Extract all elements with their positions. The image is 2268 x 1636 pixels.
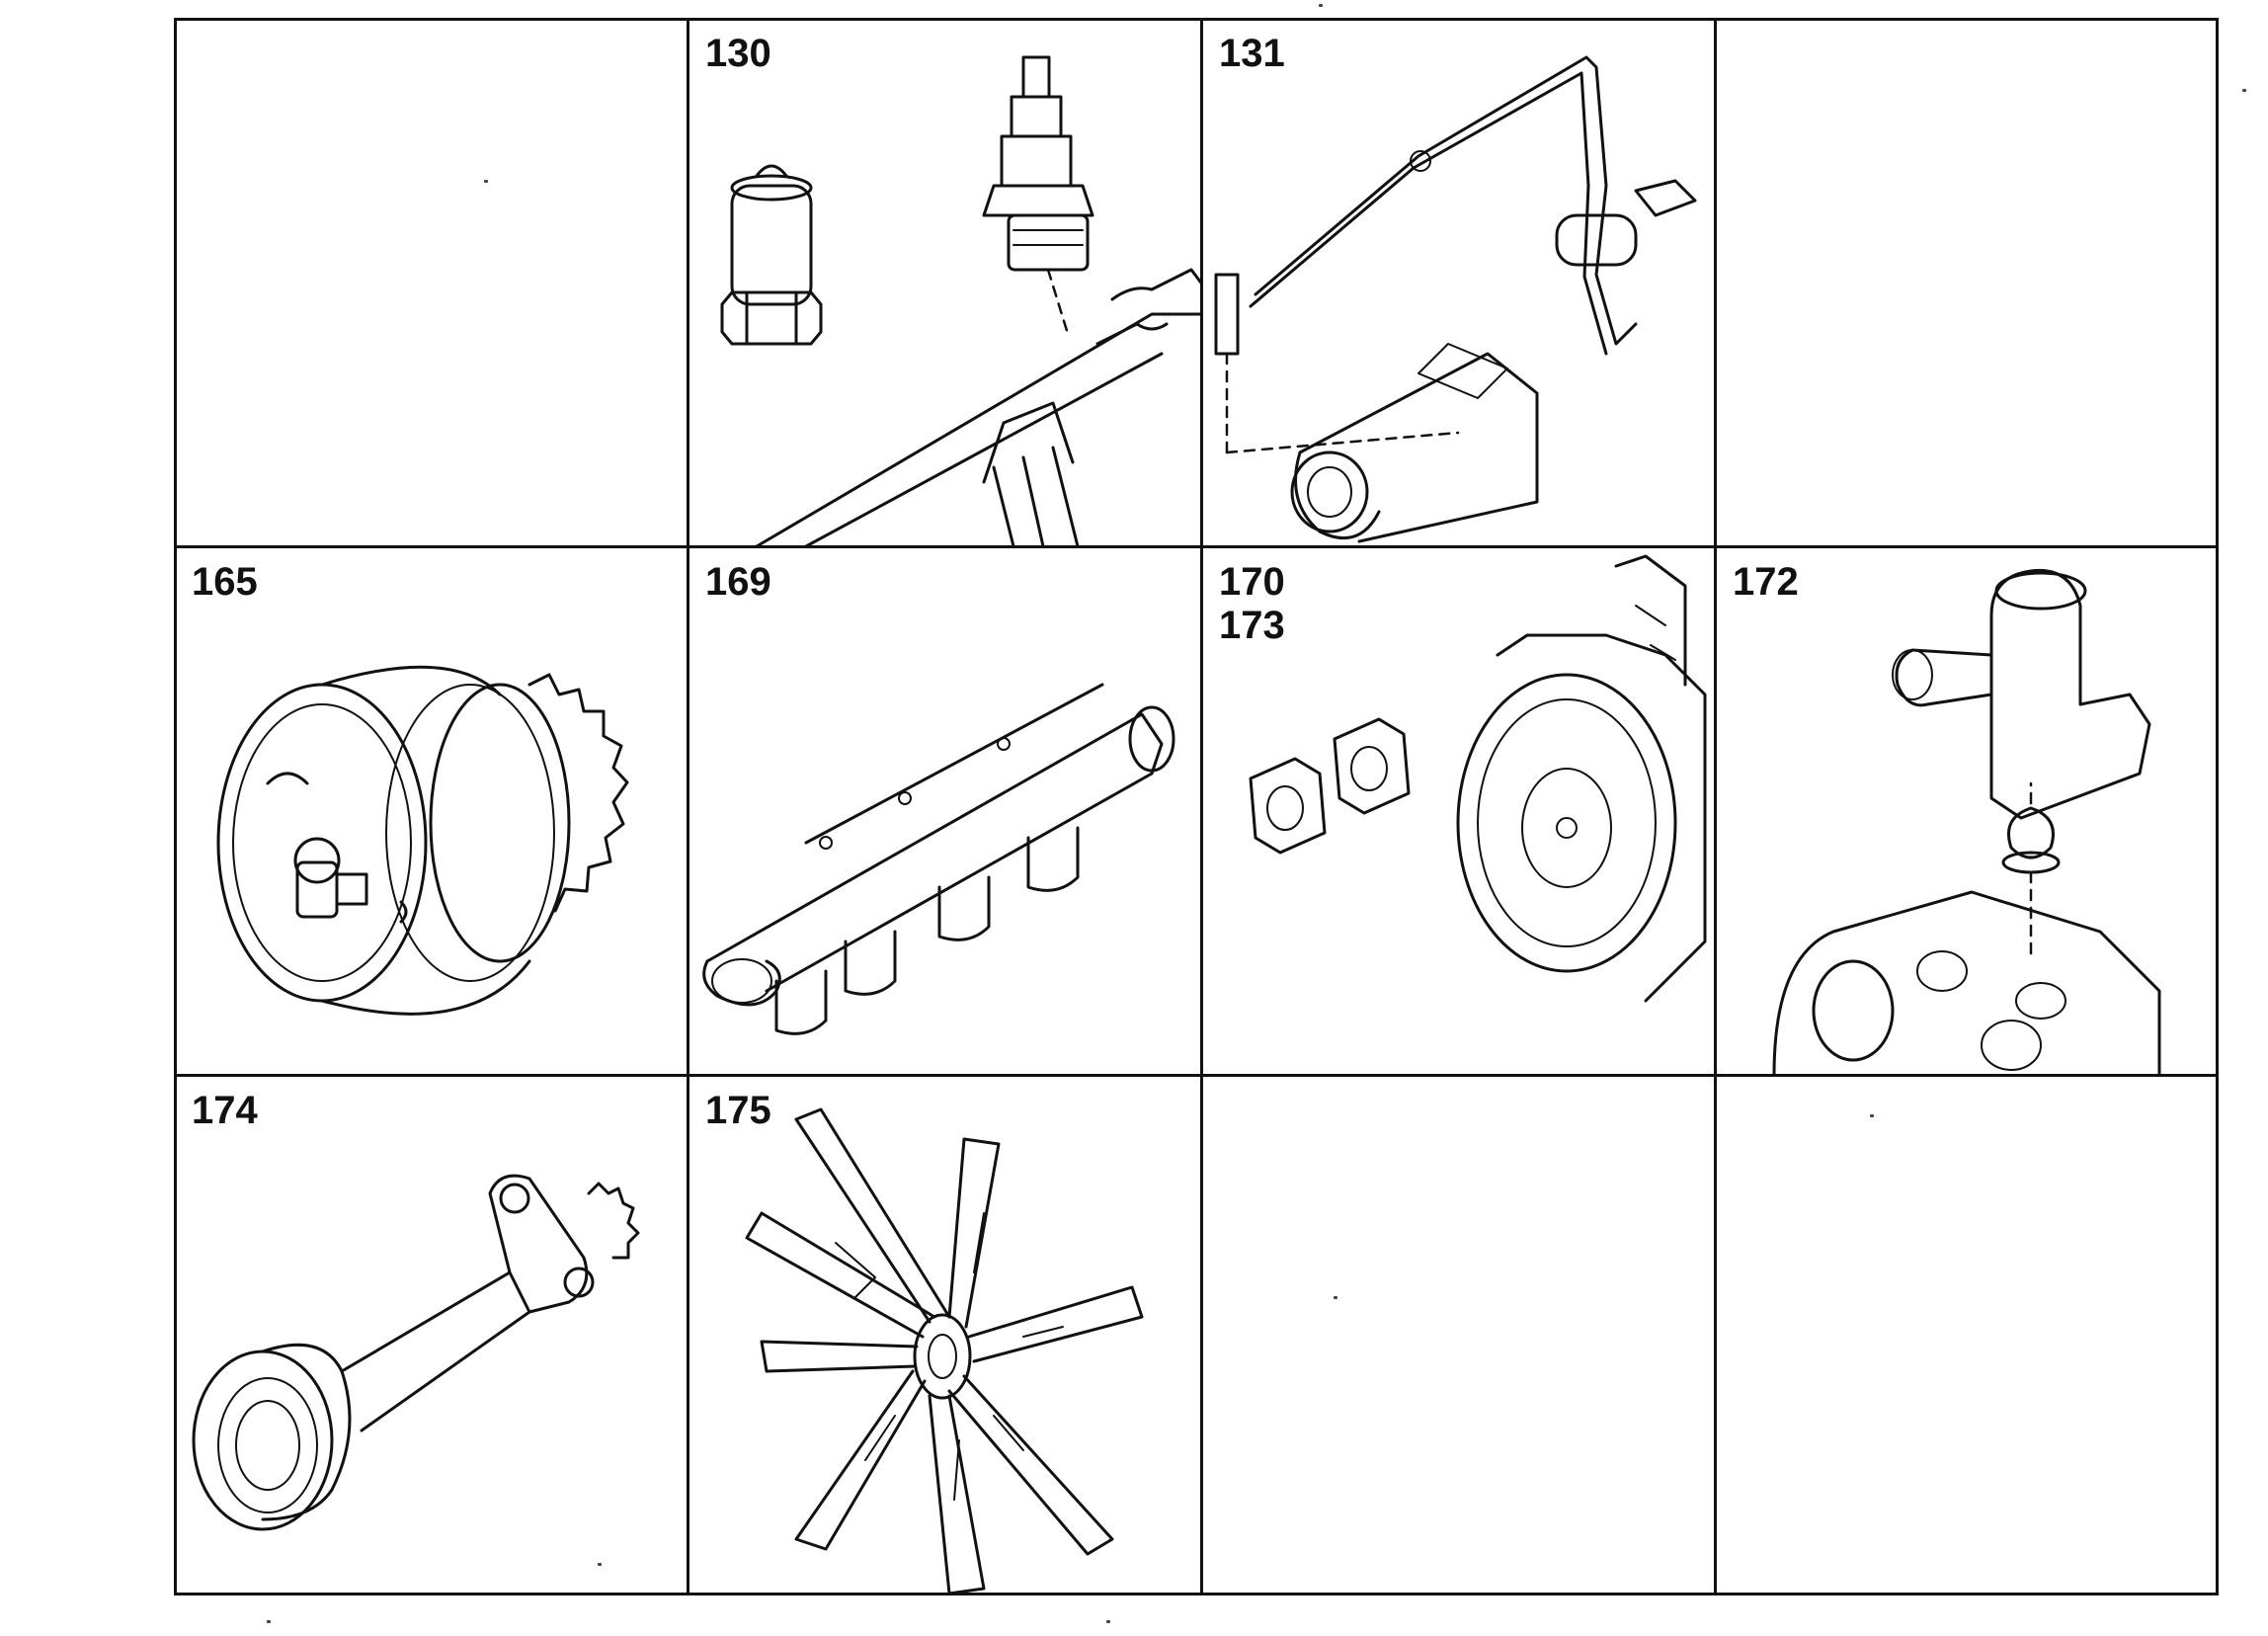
fan-blade-drawing (745, 1107, 1144, 1595)
injection-line-and-pump-drawing (1214, 55, 1697, 543)
part-number-label: 130 (705, 32, 771, 75)
part-number: 173 (1219, 604, 1285, 647)
cell-part-131: 131 (1201, 18, 1715, 546)
exhaust-manifold-drawing (702, 683, 1175, 1035)
scan-speck (598, 1563, 602, 1566)
part-number: 165 (192, 560, 258, 604)
cell-empty-2 (1715, 18, 2219, 546)
part-number-label: 170 173 (1219, 560, 1285, 647)
part-number-label: 175 (705, 1089, 771, 1132)
part-number-label: 169 (705, 560, 771, 604)
gaskets-and-flywheel-housing-drawing (1249, 554, 1707, 1003)
fan-clutch-drawing (216, 665, 629, 1016)
grid-divider (174, 545, 2219, 548)
part-number: 170 (1219, 560, 1285, 604)
scan-speck (484, 180, 488, 183)
power-take-off-drawing (192, 1174, 640, 1531)
part-number: 174 (192, 1089, 258, 1132)
scan-speck (1319, 4, 1323, 7)
cell-part-172: 172 (1715, 546, 2219, 1075)
grid-divider (1714, 18, 1717, 1595)
grid-divider (1200, 18, 1203, 1595)
grid-divider (687, 18, 689, 1595)
sensor-and-glow-plug-drawing (720, 55, 1201, 546)
part-number-label: 172 (1733, 560, 1799, 604)
scan-speck (1334, 1296, 1337, 1299)
part-number: 175 (705, 1089, 771, 1132)
scan-speck (1870, 1114, 1874, 1117)
cell-part-175: 175 (688, 1075, 1201, 1595)
scan-speck (1106, 1620, 1110, 1623)
thermostat-housing-drawing (1772, 568, 2161, 1075)
part-number: 172 (1733, 560, 1799, 604)
grid-divider (174, 1074, 2219, 1077)
cell-empty-3 (1201, 1075, 1715, 1595)
cell-part-169: 169 (688, 546, 1201, 1075)
part-number: 131 (1219, 32, 1285, 75)
part-number: 169 (705, 560, 771, 604)
cell-empty-1 (174, 18, 688, 546)
scan-speck (267, 1620, 271, 1623)
cell-part-174: 174 (174, 1075, 688, 1595)
cell-part-165: 165 (174, 546, 688, 1075)
cell-part-170-173: 170 173 (1201, 546, 1715, 1075)
part-number-label: 131 (1219, 32, 1285, 75)
part-number: 130 (705, 32, 771, 75)
part-number-label: 165 (192, 560, 258, 604)
cell-empty-4 (1715, 1075, 2219, 1595)
parts-diagram-grid: 130 131 (174, 18, 2219, 1595)
scan-speck (2242, 89, 2246, 92)
cell-part-130: 130 (688, 18, 1201, 546)
part-number-label: 174 (192, 1089, 258, 1132)
